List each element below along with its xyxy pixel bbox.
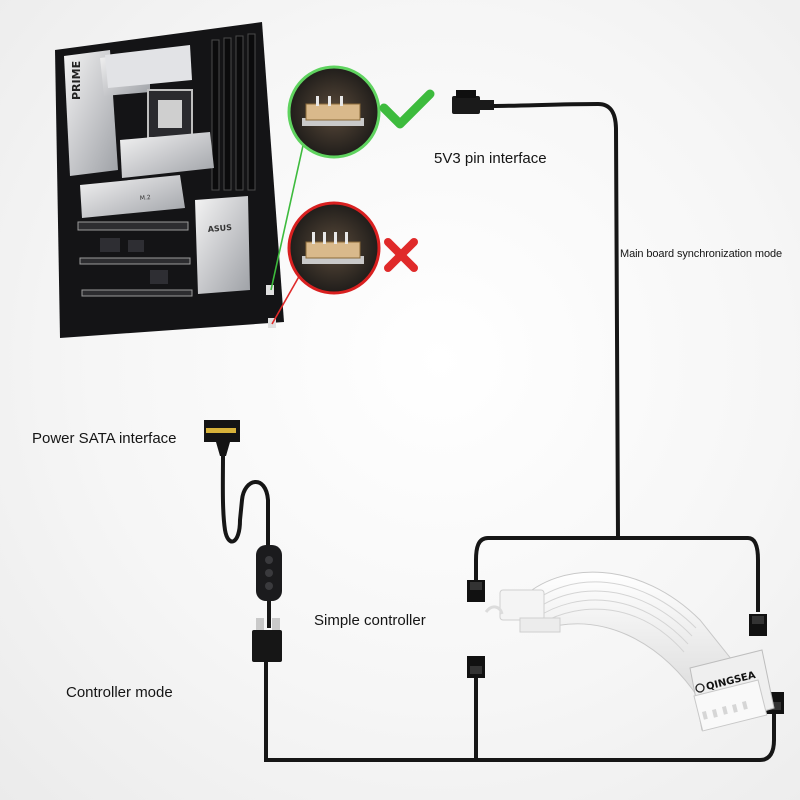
controller-connector bbox=[252, 618, 282, 662]
controller-mode-cable bbox=[264, 662, 776, 762]
incorrect-header-callout bbox=[287, 201, 381, 295]
motherboard-brand-text: ASUS bbox=[207, 223, 232, 234]
green-pointer-line bbox=[270, 131, 307, 291]
argb-connector-5v3 bbox=[452, 90, 494, 114]
motherboard-image: PRIME ASUS M.2 bbox=[55, 22, 284, 338]
motherboard-slot-text: M.2 bbox=[140, 194, 152, 202]
controller-mode-label: Controller mode bbox=[66, 684, 173, 701]
check-mark-icon bbox=[379, 89, 435, 129]
cable-brand-logo-icon bbox=[695, 683, 705, 693]
white-extension-cable: QINGSEA bbox=[484, 571, 775, 732]
sata-cable bbox=[220, 454, 270, 548]
mainboard-sync-mode-label: Main board synchronization mode bbox=[620, 248, 782, 260]
sata-power-connector bbox=[204, 420, 240, 456]
hub-connector-top-left bbox=[467, 580, 485, 602]
simple-controller-device bbox=[256, 545, 282, 601]
pin-interface-label: 5V3 pin interface bbox=[434, 150, 547, 167]
hub-connector-top-right bbox=[749, 614, 767, 636]
hub-connector-bottom-left bbox=[467, 656, 485, 678]
main-sync-cable bbox=[490, 101, 620, 540]
correct-header-callout bbox=[287, 65, 381, 159]
simple-controller-label: Simple controller bbox=[314, 612, 426, 629]
cross-mark-icon bbox=[384, 238, 418, 272]
hub-cable-top bbox=[474, 536, 760, 612]
power-sata-interface-label: Power SATA interface bbox=[32, 430, 177, 447]
motherboard-series-text: PRIME bbox=[70, 61, 83, 100]
